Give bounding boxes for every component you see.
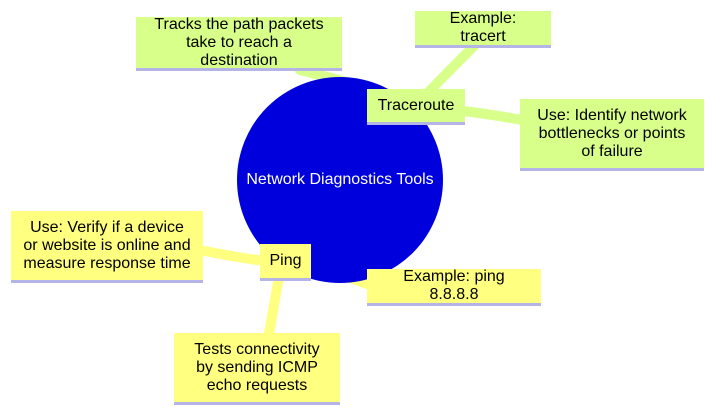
root-node — [237, 77, 443, 283]
ping-use-node: Use: Verify if a device or website is on… — [11, 211, 203, 283]
ping-example-text: Example: ping 8.8.8.8 — [403, 268, 505, 303]
ping-description-node: Tests connectivity by sending ICMP echo … — [174, 333, 340, 405]
traceroute-node: Traceroute — [367, 89, 465, 125]
ping-label: Ping — [269, 252, 302, 269]
traceroute-description-node: Tracks the path packets take to reach a … — [136, 15, 342, 71]
ping-use-text: Use: Verify if a device or website is on… — [23, 218, 191, 272]
traceroute-example-text: Example: tracert — [449, 10, 517, 45]
ping-node: Ping — [260, 244, 311, 281]
traceroute-description-text: Tracks the path packets take to reach a … — [154, 15, 324, 69]
ping-example-node: Example: ping 8.8.8.8 — [367, 268, 541, 306]
traceroute-use-text: Use: Identify network bottlenecks or poi… — [537, 106, 687, 160]
edge-traceroute-use — [450, 105, 527, 125]
root-label: Network Diagnostics Tools — [246, 171, 434, 188]
ping-description-text: Tests connectivity by sending ICMP echo … — [194, 340, 320, 394]
traceroute-example-node: Example: tracert — [415, 10, 551, 48]
traceroute-use-node: Use: Identify network bottlenecks or poi… — [520, 99, 704, 171]
traceroute-label: Traceroute — [377, 96, 455, 114]
